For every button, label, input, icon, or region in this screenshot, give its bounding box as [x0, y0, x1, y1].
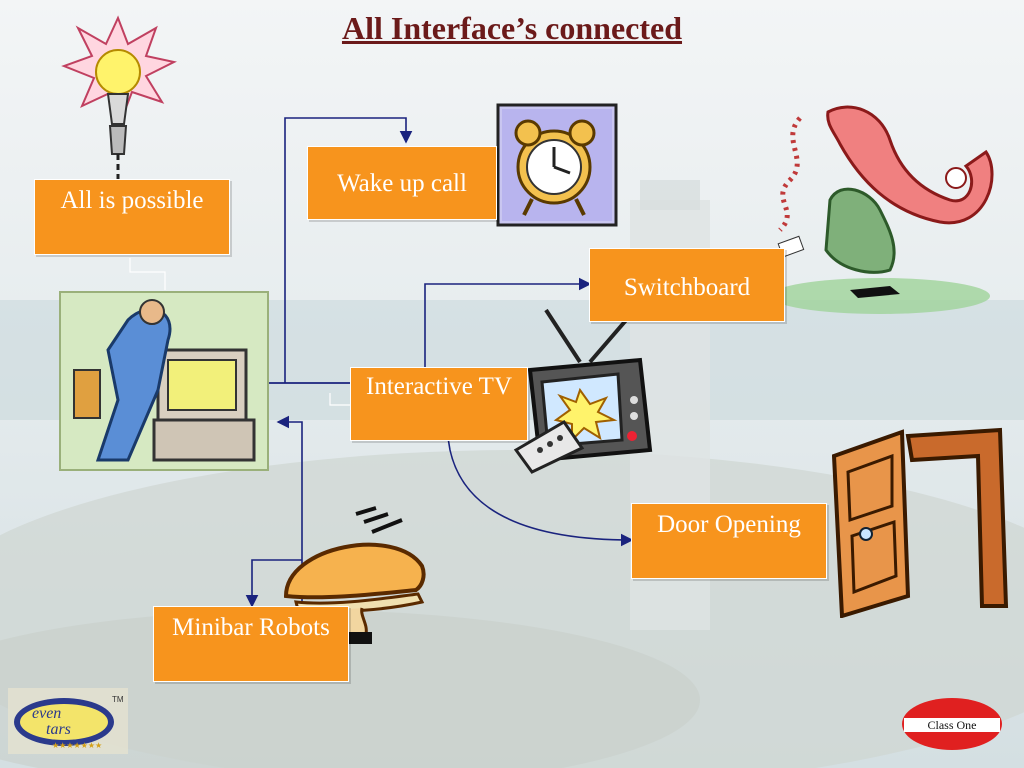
logo-class-one-text: Class One	[928, 718, 977, 732]
logo-text-even: even	[32, 705, 61, 722]
box-wake-up-call-label: Wake up call	[337, 170, 467, 197]
logo-tm: TM	[112, 695, 124, 704]
box-switchboard: Switchboard	[589, 248, 785, 322]
box-wake-up-call: Wake up call	[307, 146, 497, 220]
box-minibar-robots: Minibar Robots	[153, 606, 349, 682]
box-minibar-robots-label: Minibar Robots	[172, 614, 330, 641]
clock-icon	[496, 103, 618, 227]
box-switchboard-label: Switchboard	[623, 274, 751, 301]
box-interactive-tv-label: Interactive TV	[366, 373, 512, 400]
page-title: All Interface’s connected	[341, 10, 683, 46]
seven-stars-logo: even tars TM ★★★★★★★	[8, 688, 128, 754]
telephone-icon	[755, 105, 994, 314]
svg-text:★★★★★★★: ★★★★★★★	[52, 741, 102, 750]
box-all-is-possible-label: All is possible	[60, 187, 204, 214]
box-door-opening-label: Door Opening	[657, 511, 801, 538]
class-one-logo: Class One	[902, 698, 1002, 750]
box-door-opening: Door Opening	[631, 503, 827, 579]
box-all-is-possible: All is possible	[34, 179, 230, 255]
door-icon	[832, 427, 1009, 618]
computer-user-icon	[59, 291, 269, 471]
lightbulb-icon	[61, 15, 177, 214]
television-icon	[513, 302, 653, 474]
logo-text-tars: tars	[46, 721, 71, 738]
box-interactive-tv: Interactive TV	[350, 367, 528, 441]
